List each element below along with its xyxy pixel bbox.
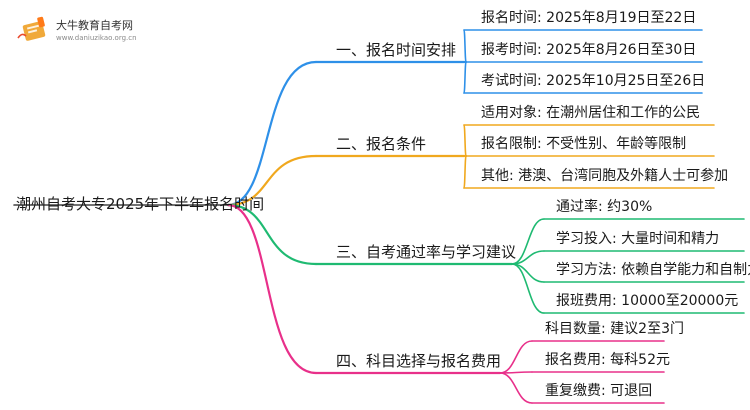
logo-url: www.daniuzikao.org.cn: [56, 34, 137, 42]
leaf-4-3-connector: [499, 372, 533, 404]
branch-2-connector: [226, 154, 318, 207]
leaf-3-4-connector: [511, 263, 545, 314]
branch-3-label: 三、自考通过率与学习建议: [336, 243, 517, 261]
leaf-1-1: 报名时间: 2025年8月19日至22日: [481, 10, 697, 26]
leaf-2-1: 适用对象: 在潮州居住和工作的公民: [481, 105, 701, 121]
leaf-4-3: 重复缴费: 可退回: [545, 383, 653, 399]
branch-1-label: 一、报名时间安排: [336, 41, 457, 59]
leaf-2-3-connector: [463, 155, 467, 189]
leaf-3-1: 通过率: 约30%: [556, 199, 653, 215]
leaf-4-2: 报名费用: 每科52元: [545, 352, 670, 368]
leaf-1-2: 报考时间: 2025年8月26日至30日: [481, 42, 697, 58]
branch-1-connector: [226, 60, 318, 207]
root-topic: 潮州自考大专2025年下半年报名时间: [16, 195, 265, 213]
branch-4-label: 四、科目选择与报名费用: [336, 352, 502, 370]
branch-2-label: 二、报名条件: [336, 135, 427, 153]
leaf-3-4: 报班费用: 10000至20000元: [556, 293, 739, 309]
branch-3-connector: [226, 203, 318, 266]
logo-icon: [14, 14, 54, 48]
leaf-4-1-connector: [499, 340, 533, 374]
leaf-1-1-connector: [463, 29, 467, 63]
logo-title: 大牛教育自考网: [56, 19, 133, 32]
branch-4-connector: [226, 203, 318, 375]
leaf-2-1-connector: [463, 124, 467, 157]
leaf-3-2: 学习投入: 大量时间和精力: [556, 231, 720, 247]
leaf-3-3: 学习方法: 依赖自学能力和自制力: [556, 262, 750, 278]
leaf-3-1-connector: [511, 218, 545, 265]
leaf-4-1: 科目数量: 建议2至3门: [545, 321, 684, 337]
leaf-1-3: 考试时间: 2025年10月25日至26日: [481, 73, 706, 89]
leaf-1-3-connector: [463, 61, 467, 94]
leaf-2-2: 报名限制: 不受性别、年龄等限制: [481, 136, 687, 152]
leaf-2-3: 其他: 港澳、台湾同胞及外籍人士可参加: [481, 168, 729, 184]
